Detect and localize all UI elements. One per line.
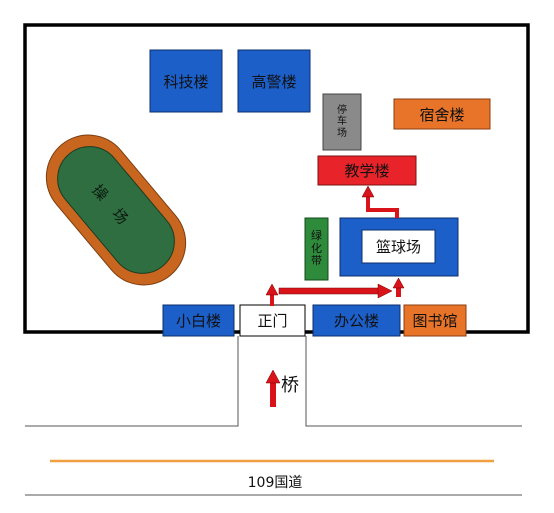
parking-lot-label: 停 车 场: [323, 94, 361, 150]
basketball-court-inner: [361, 229, 436, 264]
route-horizontal-arrowhead: [377, 283, 393, 299]
library-building: [403, 304, 467, 337]
playground: [45, 134, 187, 286]
science-building-label: 科技楼: [163, 72, 209, 91]
gaojing-building-label: 高警楼: [251, 72, 297, 91]
playground-field: [57, 146, 175, 274]
parking-char-1: 停: [337, 104, 347, 116]
bridge-label: 桥: [281, 375, 299, 396]
road-left-edge: [25, 336, 239, 427]
green-belt-label: 绿 化 带: [305, 218, 328, 280]
route-court-stem: [396, 287, 401, 297]
library-building-label: 图书馆: [412, 312, 458, 330]
teaching-building: [317, 155, 417, 186]
green-belt-char-1: 绿: [311, 229, 322, 243]
dorm-building: [393, 98, 491, 130]
bridge-arrowhead: [265, 369, 281, 384]
route-gate-stem: [270, 294, 274, 306]
road-right-edge: [305, 336, 522, 427]
bridge-arrow-stem: [270, 381, 276, 407]
xiaobai-building-label: 小白楼: [175, 312, 221, 330]
gaojing-building: [237, 49, 311, 113]
route-teaching-arrowhead: [361, 185, 375, 198]
green-belt-char-2: 化: [311, 241, 322, 255]
route-gate-arrowhead: [265, 283, 279, 296]
route-arrows: [265, 185, 405, 306]
dorm-building-label: 宿舍楼: [419, 105, 465, 124]
green-belt-char-3: 带: [311, 254, 322, 268]
xiaobai-building: [162, 304, 235, 337]
science-building: [149, 49, 223, 113]
route-court-arrowhead: [392, 277, 405, 289]
highway-label: 109国道: [247, 475, 303, 491]
parking-char-2: 车: [337, 116, 347, 128]
main-gate-label: 正门: [257, 312, 288, 330]
basketball-court-label: 篮球场: [375, 238, 421, 256]
teaching-building-label: 教学楼: [344, 162, 390, 180]
parking-lot: [322, 93, 362, 151]
route-horizontal: [278, 287, 380, 295]
green-belt: [304, 217, 329, 281]
parking-char-3: 场: [337, 127, 347, 139]
office-building-label: 办公楼: [333, 312, 379, 330]
route-to-teaching: [366, 195, 399, 218]
office-building: [312, 304, 401, 337]
